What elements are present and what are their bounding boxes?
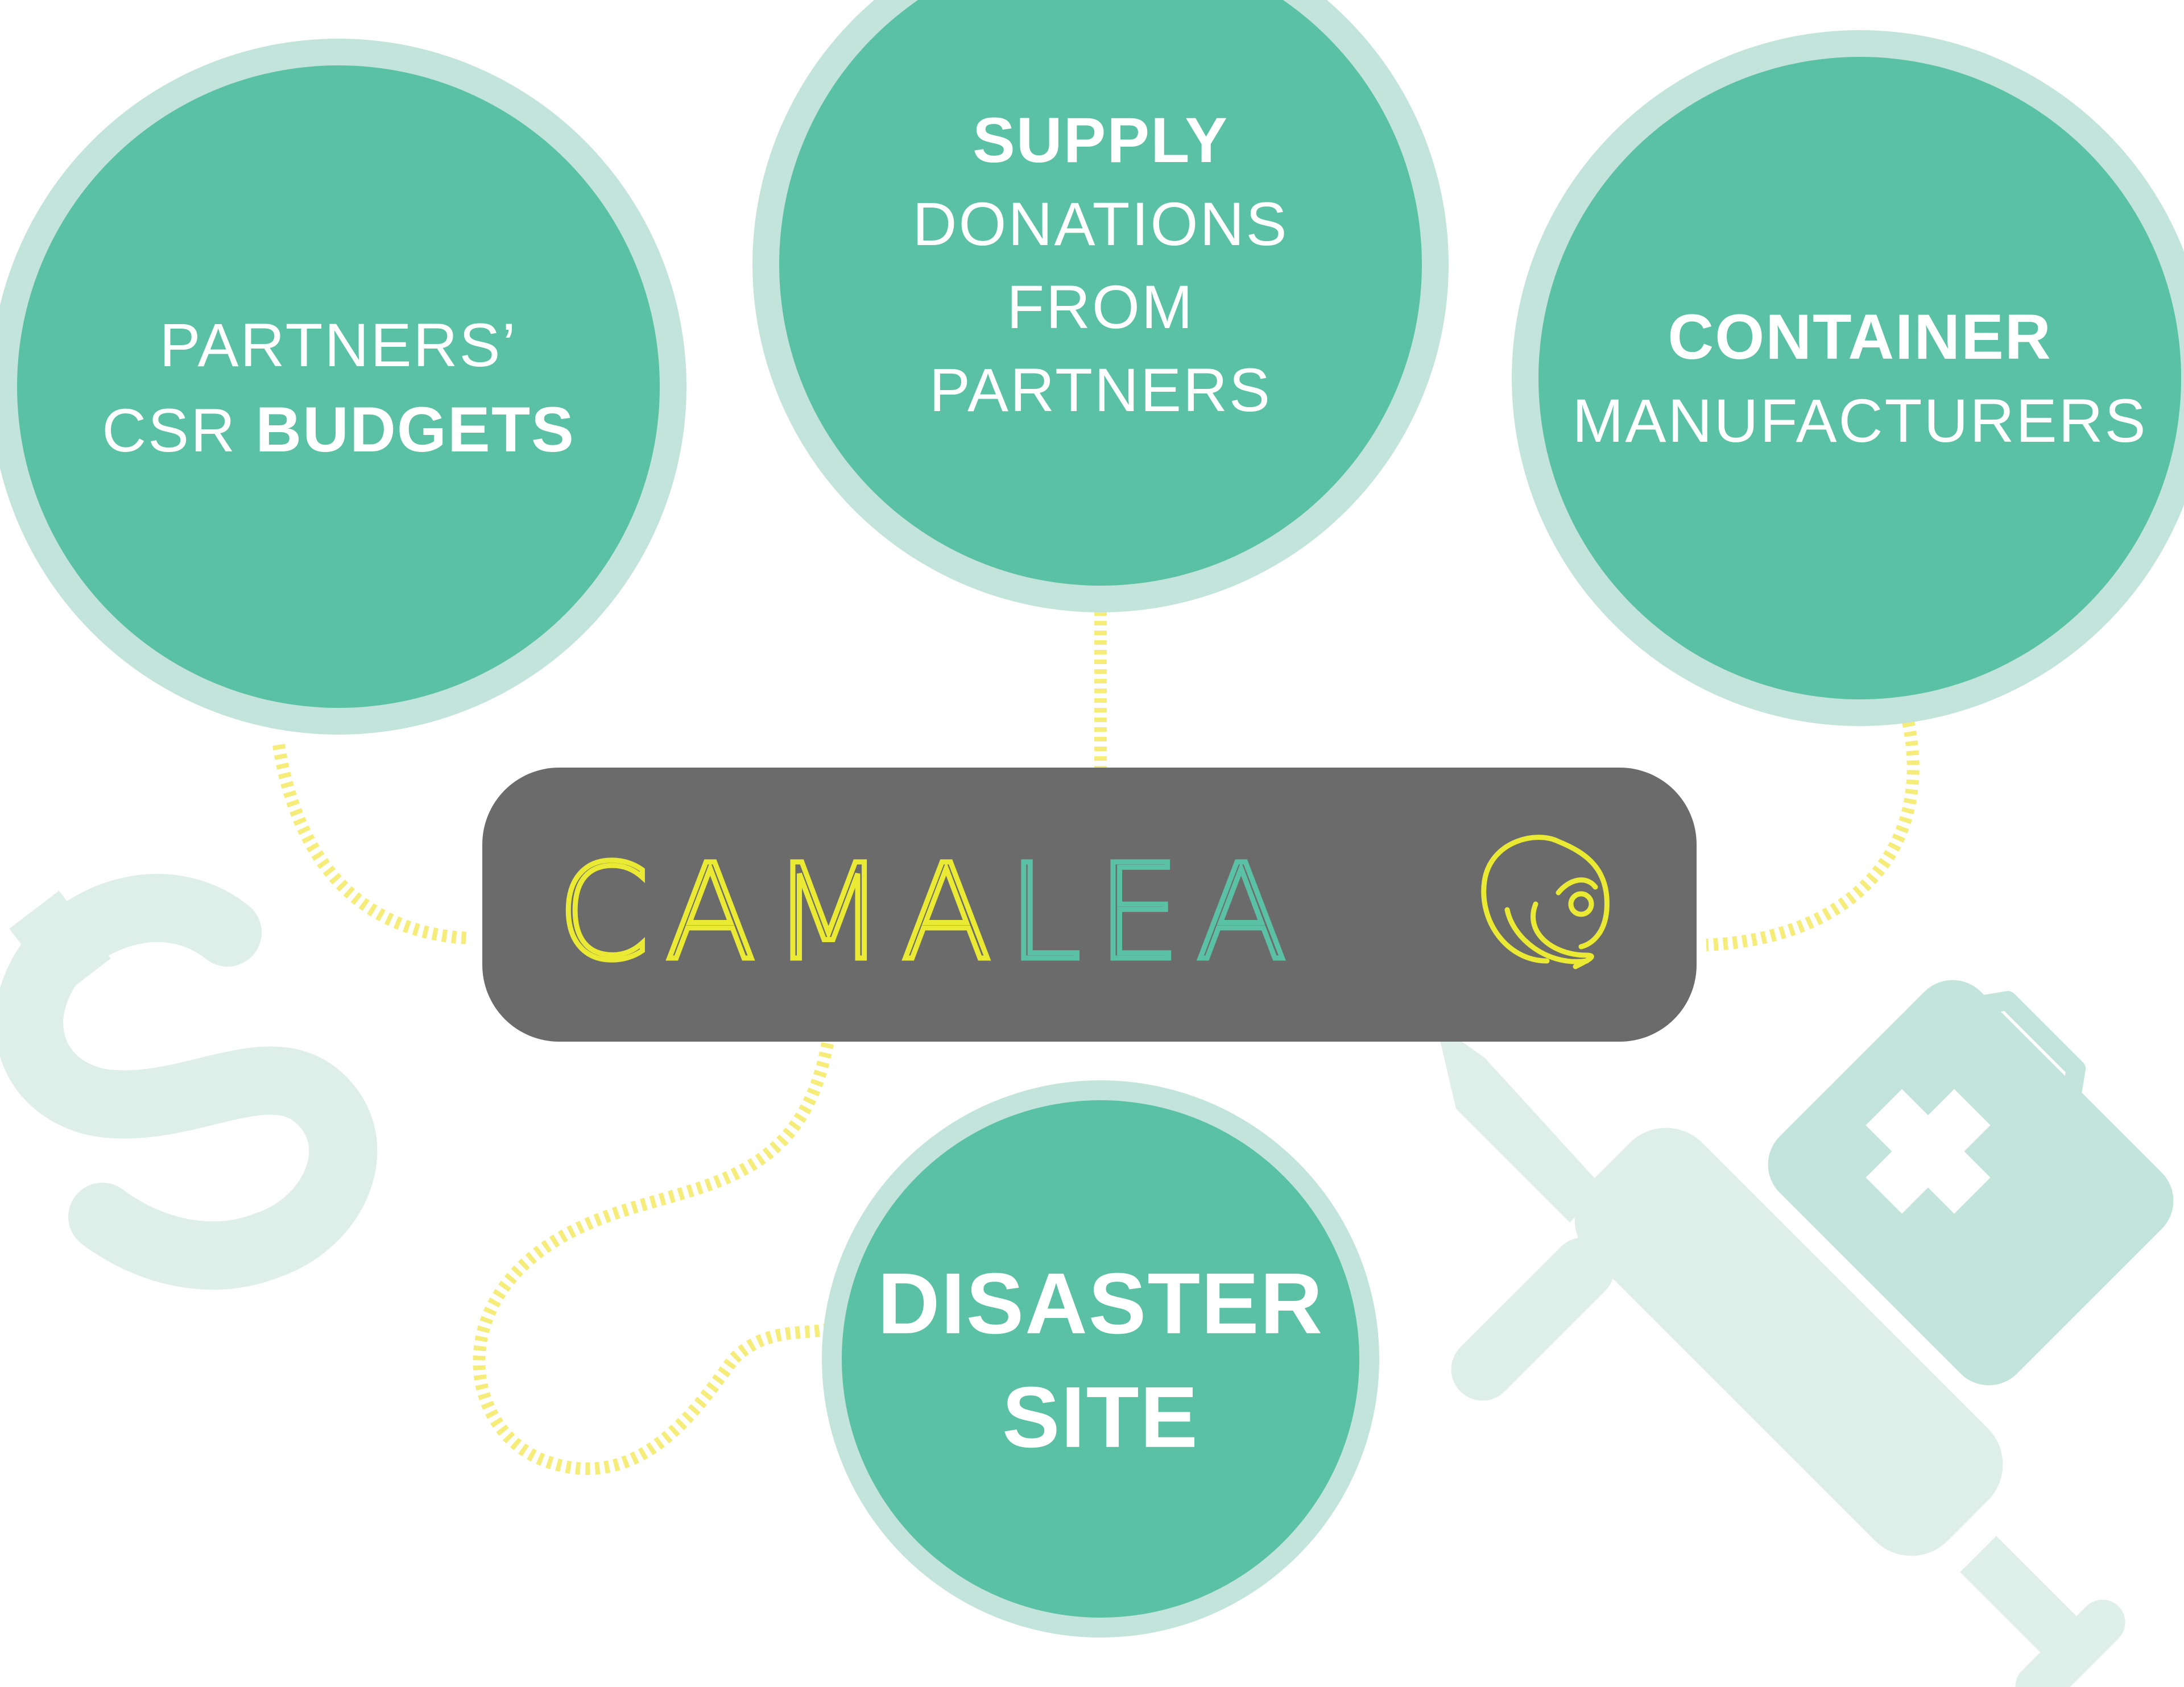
node-disaster-site: DISASTER SITE: [822, 1080, 1379, 1638]
node-text-bold: SITE: [1002, 1369, 1199, 1466]
node-disc: [1538, 57, 2181, 699]
node-csr-budgets: PARTNERS’ CSR BUDGETS: [0, 39, 686, 735]
connector-container-to-logo: [1706, 720, 1920, 951]
node-disc: [842, 1100, 1359, 1618]
first-aid-kit-icon: [1768, 980, 2174, 1386]
logo-yellow-letters: CAMA: [557, 836, 1008, 989]
logo-teal-letters: LEA: [1008, 836, 1303, 989]
connector-logo-to-disaster: [473, 1042, 838, 1475]
chameleon-emblem-icon: [1481, 835, 1610, 969]
node-text-regular: MANUFACTURERS: [1572, 386, 2147, 455]
node-container-manufacturers: CONTAINER MANUFACTURERS: [1512, 30, 2184, 726]
syringe-barrel: [1574, 1128, 2003, 1556]
camaleao-logo: CAMALEA: [482, 768, 1697, 1042]
node-text-bold: BUDGETS: [255, 394, 575, 465]
node-text-regular: PARTNERS’: [159, 310, 517, 379]
first-aid-kit-handle: [1972, 991, 2086, 1105]
node-text: PARTNERS’ CSR BUDGETS: [102, 310, 575, 465]
node-text-regular: PARTNERS: [929, 355, 1272, 424]
first-aid-cross-icon: [1866, 1089, 1991, 1214]
node-supply-donations: SUPPLY DONATIONS FROM PARTNERS: [752, 0, 1449, 612]
node-text-bold: DISASTER: [878, 1255, 1324, 1352]
node-text-regular: FROM: [1007, 272, 1194, 341]
node-text-bold: SUPPLY: [973, 105, 1228, 176]
logo-box: [482, 768, 1697, 1042]
dollar-sign-icon: [0, 874, 378, 1316]
syringe-flange: [1451, 1237, 1615, 1401]
node-text: SUPPLY DONATIONS FROM PARTNERS: [912, 105, 1288, 424]
syringe-icon: [1436, 1023, 2125, 1687]
dollar-vertical-bar: [9, 890, 355, 1316]
syringe-plunger-cap: [2015, 1599, 2125, 1687]
syringe-needle: [1436, 1023, 1604, 1222]
node-text-regular: DONATIONS: [912, 189, 1288, 258]
node-disc: [17, 65, 660, 708]
node-text: DISASTER SITE: [878, 1255, 1324, 1466]
node-text-bold: CONTAINER: [1668, 301, 2051, 372]
node-text-regular: CSR: [102, 396, 255, 465]
logo-wordmark: CAMALEA: [557, 836, 1302, 989]
node-disc: [779, 0, 1422, 586]
node-text: CONTAINER MANUFACTURERS: [1572, 301, 2147, 455]
connector-csr-to-logo: [272, 744, 470, 944]
